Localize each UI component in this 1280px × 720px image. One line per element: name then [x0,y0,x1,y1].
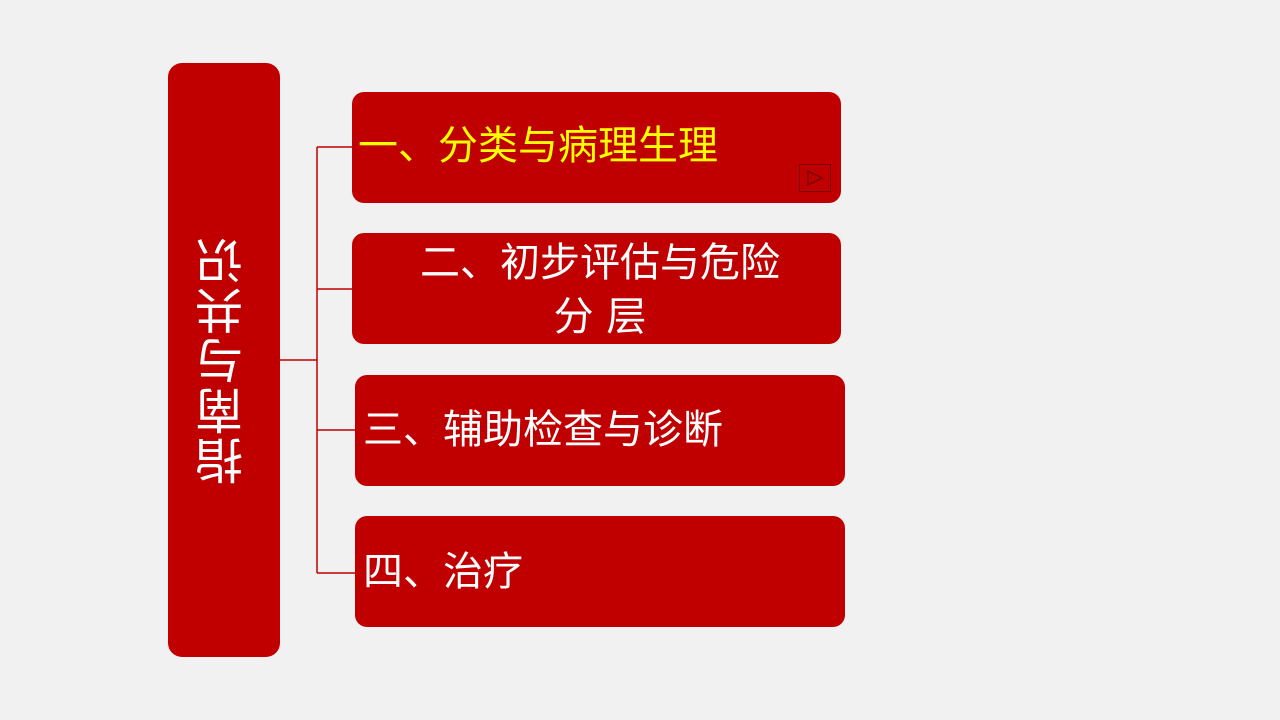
root-topic-label: 指南与共识 [196,235,252,485]
root-topic-box: 指南与共识 [168,63,280,657]
branch-label-treatment: 四、治疗 [363,549,523,595]
branch-box-classification[interactable]: 一、分类与病理生理 [352,92,841,203]
play-icon[interactable] [799,164,831,192]
branch-label-classification: 一、分类与病理生理 [358,123,718,169]
branch-label-diagnosis: 三、辅助检查与诊断 [363,407,723,453]
branch-box-assessment[interactable]: 二、初步评估与危险 分 层 [352,233,841,344]
branch-box-treatment[interactable]: 四、治疗 [355,516,845,627]
branch-box-diagnosis[interactable]: 三、辅助检查与诊断 [355,375,845,486]
branch-label-assessment: 二、初步评估与危险 分 层 [420,240,780,340]
